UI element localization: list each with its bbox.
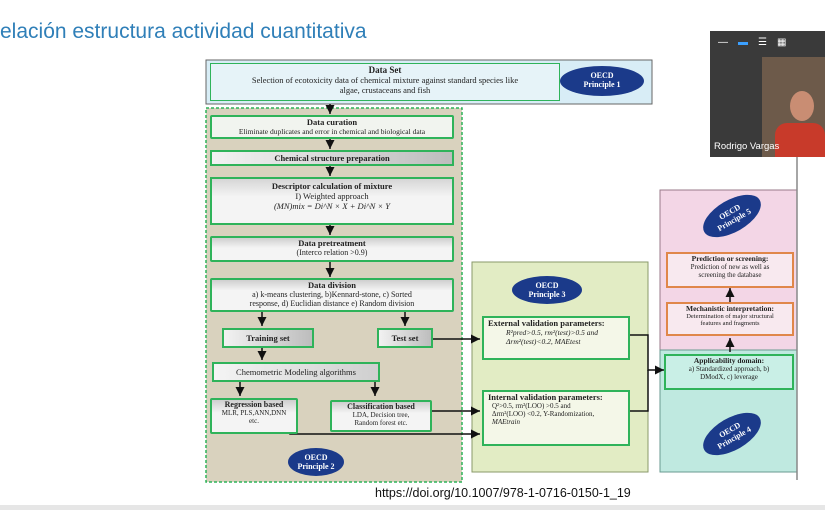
minimize-icon[interactable]: — [718, 37, 728, 48]
blue-tile-icon[interactable]: ▬ [738, 37, 748, 48]
prediction-title: Prediction or screening: [691, 254, 769, 263]
oecd3-sublabel: Principle 3 [528, 290, 566, 299]
descriptor-formula: (MN)mix = Di^N × X + Di^N × Y [273, 201, 391, 211]
oecd3-label: OECD [535, 281, 559, 290]
descriptor-title: Descriptor calculation of mixture [271, 181, 393, 191]
doi-link[interactable]: https://doi.org/10.1007/978-1-0716-0150-… [375, 486, 631, 500]
descriptor-line1: I) Weighted approach [295, 191, 369, 201]
external-line2: Δrm²(test)<0.2, MAEtest [506, 337, 581, 346]
internal-title: Internal validation parameters: [488, 392, 603, 402]
data-curation-title: Data curation [306, 117, 358, 127]
external-title: External validation parameters: [488, 318, 605, 328]
regression-line2: etc. [249, 417, 259, 425]
participant-body [775, 123, 825, 157]
test-title: Test set [391, 333, 419, 343]
oecd-principle-2-badge: OECD Principle 2 [288, 448, 344, 476]
bottom-strip [0, 505, 825, 510]
oecd-principle-3-badge: OECD Principle 3 [512, 276, 582, 304]
applicability-domain-box: Applicability domain: a) Standardized ap… [664, 354, 794, 390]
data-curation-box: Data curation Eliminate duplicates and e… [210, 115, 454, 139]
mechanistic-line1: Determination of major structural [686, 313, 774, 320]
mechanistic-interpretation-box: Mechanistic interpretation: Determinatio… [666, 302, 794, 336]
participant-video-tile[interactable]: — ▬ ☰ ▦ Rodrigo Vargas [710, 31, 825, 157]
data-division-box: Data division a) k-means clustering, b)K… [210, 278, 454, 312]
chemometric-modeling-box: Chemometric Modeling algorithms [212, 362, 380, 382]
descriptor-calculation-box: Descriptor calculation of mixture I) Wei… [210, 177, 454, 225]
pretreatment-text: (Interco relation >0.9) [296, 248, 368, 257]
external-validation-box: External validation parameters: R²pred>0… [482, 316, 630, 360]
external-line1: R²pred>0.5, rm²(test)>0.5 and [506, 328, 599, 337]
data-curation-text: Eliminate duplicates and error in chemic… [238, 127, 426, 136]
video-controls: — ▬ ☰ ▦ [718, 37, 786, 49]
dataset-box: Data Set Selection of ecotoxicity data o… [210, 63, 560, 101]
oecd2-sublabel: Principle 2 [297, 462, 335, 471]
training-title: Training set [246, 333, 290, 343]
dataset-text2: algae, crustaceans and fish [339, 85, 431, 95]
pretreatment-title: Data pretreatment [298, 238, 366, 248]
chemometric-title: Chemometric Modeling algorithms [236, 367, 356, 377]
regression-title: Regression based [224, 400, 284, 409]
classification-title: Classification based [347, 402, 415, 411]
prediction-line1: Prediction of new as well as [690, 263, 770, 271]
prediction-line2: screening the database [698, 271, 762, 279]
oecd1-label: OECD [590, 71, 614, 80]
classification-line2: Random forest etc. [354, 419, 408, 427]
oecd2-label: OECD [304, 453, 328, 462]
training-set-box: Training set [222, 328, 314, 348]
participant-head [790, 91, 814, 121]
data-pretreatment-box: Data pretreatment (Interco relation >0.9… [210, 236, 454, 262]
applicability-line2: DModX, c) leverage [700, 373, 758, 381]
division-line1: a) k-means clustering, b)Kennard-stone, … [252, 290, 412, 299]
mechanistic-line2: features and fragments [700, 320, 760, 327]
chem-prep-title: Chemical structure preparation [274, 153, 390, 163]
oecd-principle-1-badge: OECD Principle 1 [560, 66, 644, 96]
regression-line1: MLR, PLS,ANN,DNN [221, 409, 287, 417]
grid-view-icon[interactable]: ▦ [776, 37, 787, 48]
internal-line1: Q²>0.5, rm²(LOO) >0.5 and [492, 402, 571, 410]
prediction-screening-box: Prediction or screening: Prediction of n… [666, 252, 794, 288]
internal-line3: MAEtrain [492, 418, 520, 426]
slide-title: elación estructura actividad cuantitativ… [0, 20, 367, 43]
applicability-title: Applicability domain: [693, 356, 765, 365]
internal-validation-box: Internal validation parameters: Q²>0.5, … [482, 390, 630, 446]
participant-name: Rodrigo Vargas [714, 141, 780, 152]
classification-line1: LDA, Decision tree, [352, 411, 410, 419]
classification-based-box: Classification based LDA, Decision tree,… [330, 400, 432, 432]
division-title: Data division [308, 280, 356, 290]
applicability-line1: a) Standardized approach, b) [688, 365, 770, 373]
speaker-view-icon[interactable]: ☰ [758, 37, 767, 48]
regression-based-box: Regression based MLR, PLS,ANN,DNN etc. [210, 398, 298, 434]
division-line2: response, d) Euclidian distance e) Rando… [249, 299, 415, 308]
dataset-text1: Selection of ecotoxicity data of chemica… [251, 75, 519, 85]
chemical-structure-preparation-box: Chemical structure preparation [210, 150, 454, 166]
dataset-title: Data Set [368, 65, 402, 75]
mechanistic-title: Mechanistic interpretation: [686, 304, 774, 313]
oecd1-sublabel: Principle 1 [583, 80, 621, 89]
internal-line2: Δrm²(LOO) <0.2, Y-Randomization, [492, 410, 595, 418]
test-set-box: Test set [377, 328, 433, 348]
